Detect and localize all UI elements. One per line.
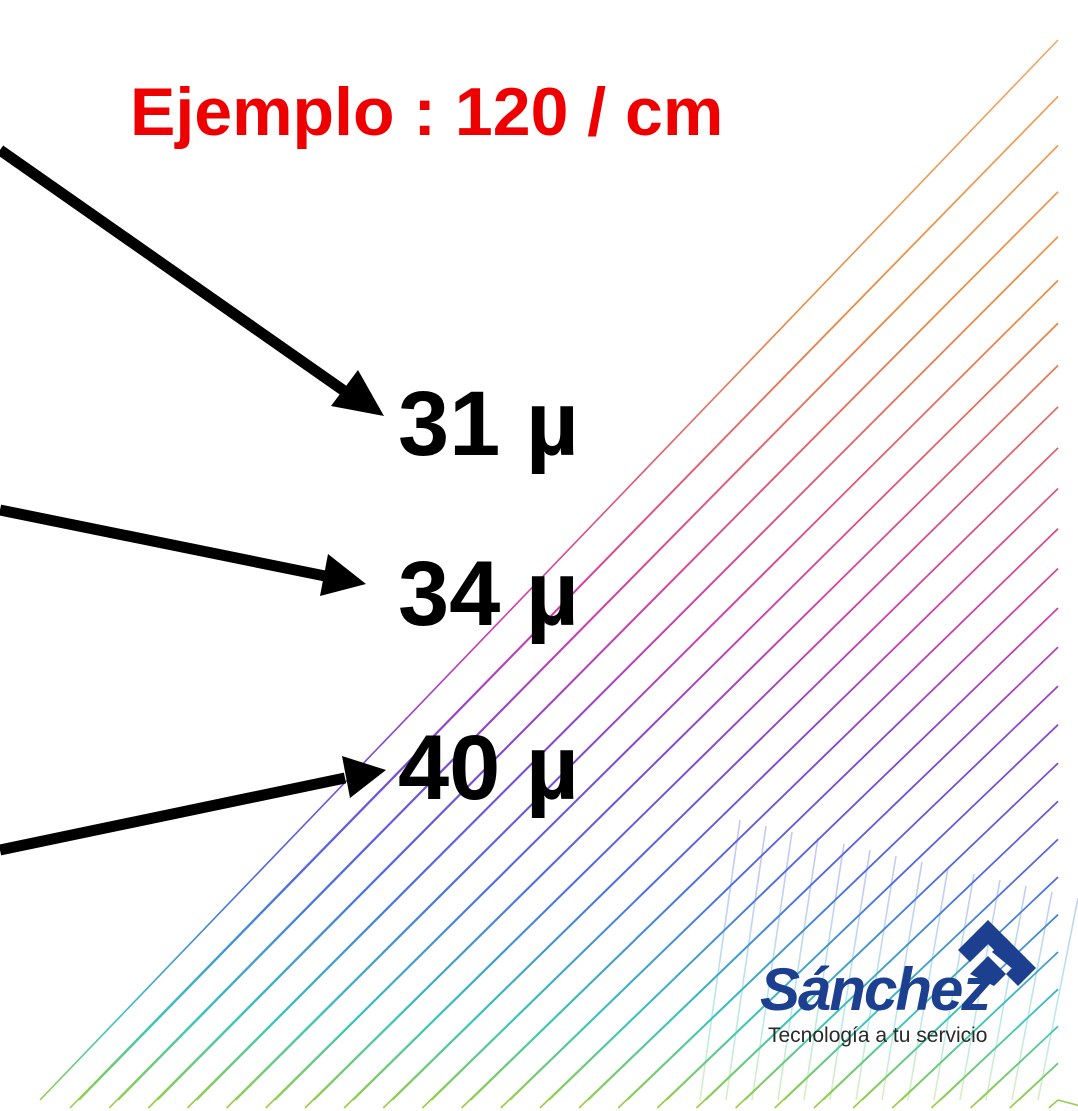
grid-line xyxy=(900,951,1059,1101)
measurement-2: 34 µ xyxy=(398,543,579,645)
grid-line xyxy=(509,567,1059,1101)
arrow-to-31 xyxy=(0,145,384,416)
grid-line xyxy=(907,867,949,1101)
grid-line xyxy=(1057,1099,1078,1107)
sanchez-logo: Sánchez ® Tecnología a tu servicio xyxy=(760,920,1060,1090)
measurement-3: 40 µ xyxy=(398,717,579,819)
grid-line xyxy=(78,95,1059,1101)
grid-line xyxy=(705,762,1059,1101)
wave-emblem-icon xyxy=(958,920,1036,986)
grid-line xyxy=(881,861,923,1101)
grid-line xyxy=(855,855,897,1101)
registered-mark: ® xyxy=(982,972,991,986)
grid-line xyxy=(430,487,1059,1101)
grid-line xyxy=(1037,897,1078,1101)
arrow-to-34 xyxy=(0,504,366,596)
arrow-to-40 xyxy=(0,756,386,856)
logo-slogan: Tecnología a tu servicio xyxy=(768,1024,988,1047)
grid-line xyxy=(939,988,1059,1101)
grid-line xyxy=(665,724,1059,1101)
grid-line xyxy=(391,447,1059,1101)
spectrum-lines xyxy=(39,39,1078,1109)
grid-line xyxy=(39,39,1059,1101)
logo-name: Sánchez xyxy=(760,956,991,1023)
grid-line xyxy=(751,831,793,1101)
grid-line xyxy=(1048,1099,1059,1109)
measurement-1: 31 µ xyxy=(398,373,579,475)
grid-line xyxy=(274,322,1059,1101)
grid-line xyxy=(548,607,1059,1101)
grid-line xyxy=(196,236,1059,1101)
grid-line xyxy=(1018,1062,1059,1101)
grid-line xyxy=(156,191,1059,1101)
grid-line xyxy=(699,819,741,1101)
grid-line xyxy=(803,843,845,1101)
grid-line xyxy=(783,838,1059,1101)
grid-line xyxy=(235,279,1059,1101)
grid-line xyxy=(313,364,1059,1101)
grid-line xyxy=(470,528,1059,1101)
grid-line xyxy=(587,646,1059,1101)
grid-line xyxy=(933,873,975,1101)
grid-line xyxy=(829,849,871,1101)
grid-line xyxy=(744,800,1059,1101)
grid-line xyxy=(117,144,1059,1101)
grid-line xyxy=(725,825,767,1101)
grid-line xyxy=(352,406,1059,1101)
grid-line xyxy=(959,879,1001,1101)
grid-line xyxy=(626,685,1059,1101)
grid-line xyxy=(985,885,1027,1101)
grid-line xyxy=(861,914,1059,1101)
grid-line xyxy=(1011,891,1053,1101)
page-title: Ejemplo : 120 / cm xyxy=(130,74,724,150)
grid-line xyxy=(777,837,819,1101)
